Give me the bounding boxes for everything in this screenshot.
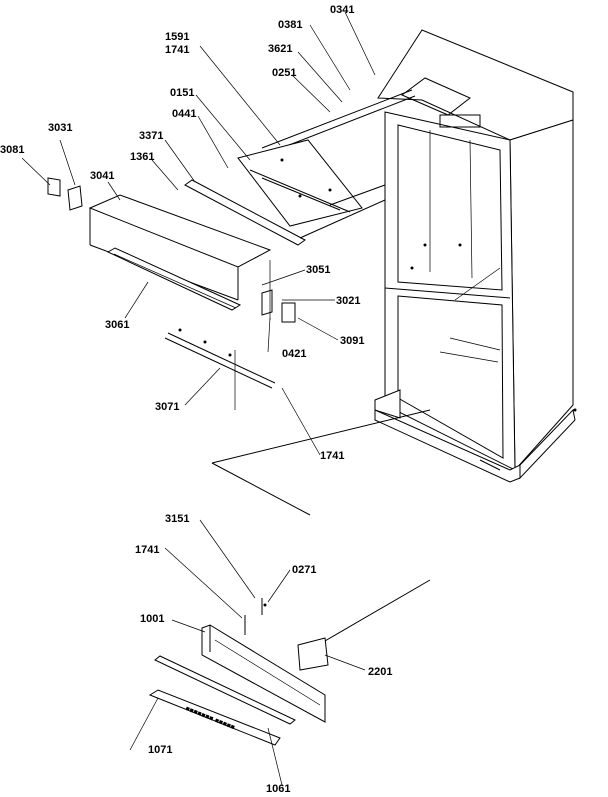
label-1741-top: 1741 <box>165 44 189 56</box>
label-0271: 0271 <box>292 564 316 576</box>
cabinet-assembly <box>374 29 577 483</box>
label-3621: 3621 <box>268 43 292 55</box>
label-0151: 0151 <box>170 87 194 99</box>
label-3041: 3041 <box>90 170 114 182</box>
guide-line-right <box>211 409 431 464</box>
label-3151: 3151 <box>165 513 189 525</box>
guide-line-lower <box>317 579 431 646</box>
label-1741-mid: 1741 <box>320 450 344 462</box>
label-3051: 3051 <box>306 264 330 276</box>
lower-grille-assembly: ■■■■■■■ ■■■■■ <box>148 598 329 746</box>
label-1071: 1071 <box>148 744 172 756</box>
label-3031: 3031 <box>48 122 72 134</box>
label-1591: 1591 <box>165 31 189 43</box>
label-3071: 3071 <box>155 401 179 413</box>
label-3371: 3371 <box>139 130 163 142</box>
label-0341: 0341 <box>330 4 354 16</box>
label-0381: 0381 <box>278 19 302 31</box>
part-labels: 0341 0381 1591 1741 3621 0251 0151 0441 … <box>0 4 392 795</box>
front-panel-assembly <box>47 177 296 410</box>
label-0421: 0421 <box>282 348 306 360</box>
leader-lines <box>21 11 376 786</box>
label-1001: 1001 <box>140 613 164 625</box>
guide-line-left <box>211 462 311 516</box>
label-0251: 0251 <box>272 67 296 79</box>
label-1361: 1361 <box>130 151 154 163</box>
label-0441: 0441 <box>172 108 196 120</box>
label-3091: 3091 <box>340 335 364 347</box>
label-2201: 2201 <box>368 666 392 678</box>
label-3061: 3061 <box>105 319 129 331</box>
top-rail-assembly <box>184 89 416 246</box>
label-1061: 1061 <box>266 783 290 795</box>
label-3021: 3021 <box>336 295 360 307</box>
label-3081-top: 3081 <box>0 144 24 156</box>
label-1741-low: 1741 <box>135 544 159 556</box>
